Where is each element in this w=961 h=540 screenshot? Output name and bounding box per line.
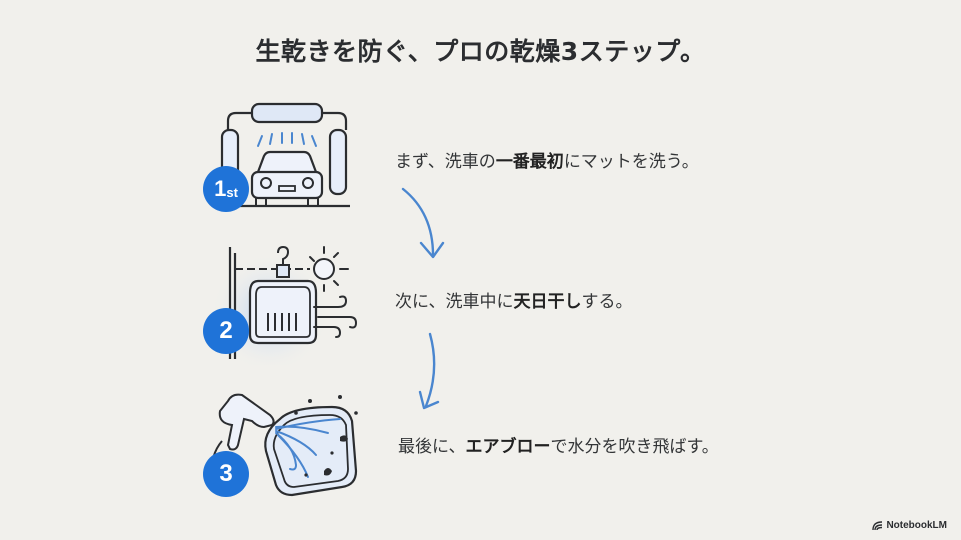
notebooklm-logo-icon	[872, 521, 883, 530]
badge-number: 1	[214, 176, 227, 201]
badge-suffix: st	[226, 184, 238, 200]
step-text-bold: エアブロー	[465, 437, 551, 457]
step-2-badge: 2	[203, 308, 249, 354]
step-text-pre: 最後に、	[398, 437, 466, 457]
air-blow-gun-icon	[200, 385, 370, 505]
arrow-down-icon	[418, 332, 440, 410]
badge-number: 3	[219, 460, 233, 487]
step-text-pre: 次に、洗車中に	[395, 292, 514, 312]
brand-watermark: NotebookLM	[872, 520, 947, 531]
page-title: 生乾きを防ぐ、プロの乾燥3ステップ。	[255, 37, 706, 66]
step-text-pre: まず、洗車の	[395, 152, 496, 172]
car-wash-icon	[200, 100, 360, 215]
brand-label: NotebookLM	[886, 520, 947, 531]
step-text-post: で水分を吹き飛ばす。	[550, 437, 719, 457]
step-text-bold: 一番最初	[495, 152, 564, 172]
step-3-badge: 3	[203, 451, 249, 497]
arrow-down-icon	[401, 187, 445, 259]
step-1-text: まず、洗車の一番最初にマットを洗う。	[395, 147, 699, 172]
step-2-text: 次に、洗車中に天日干しする。	[395, 287, 633, 312]
step-text-bold: 天日干し	[513, 292, 582, 312]
badge-number: 2	[219, 317, 233, 344]
step-text-post: にマットを洗う。	[563, 152, 699, 172]
step-3-text: 最後に、エアブローで水分を吹き飛ばす。	[398, 432, 719, 457]
step-text-post: する。	[581, 292, 633, 312]
